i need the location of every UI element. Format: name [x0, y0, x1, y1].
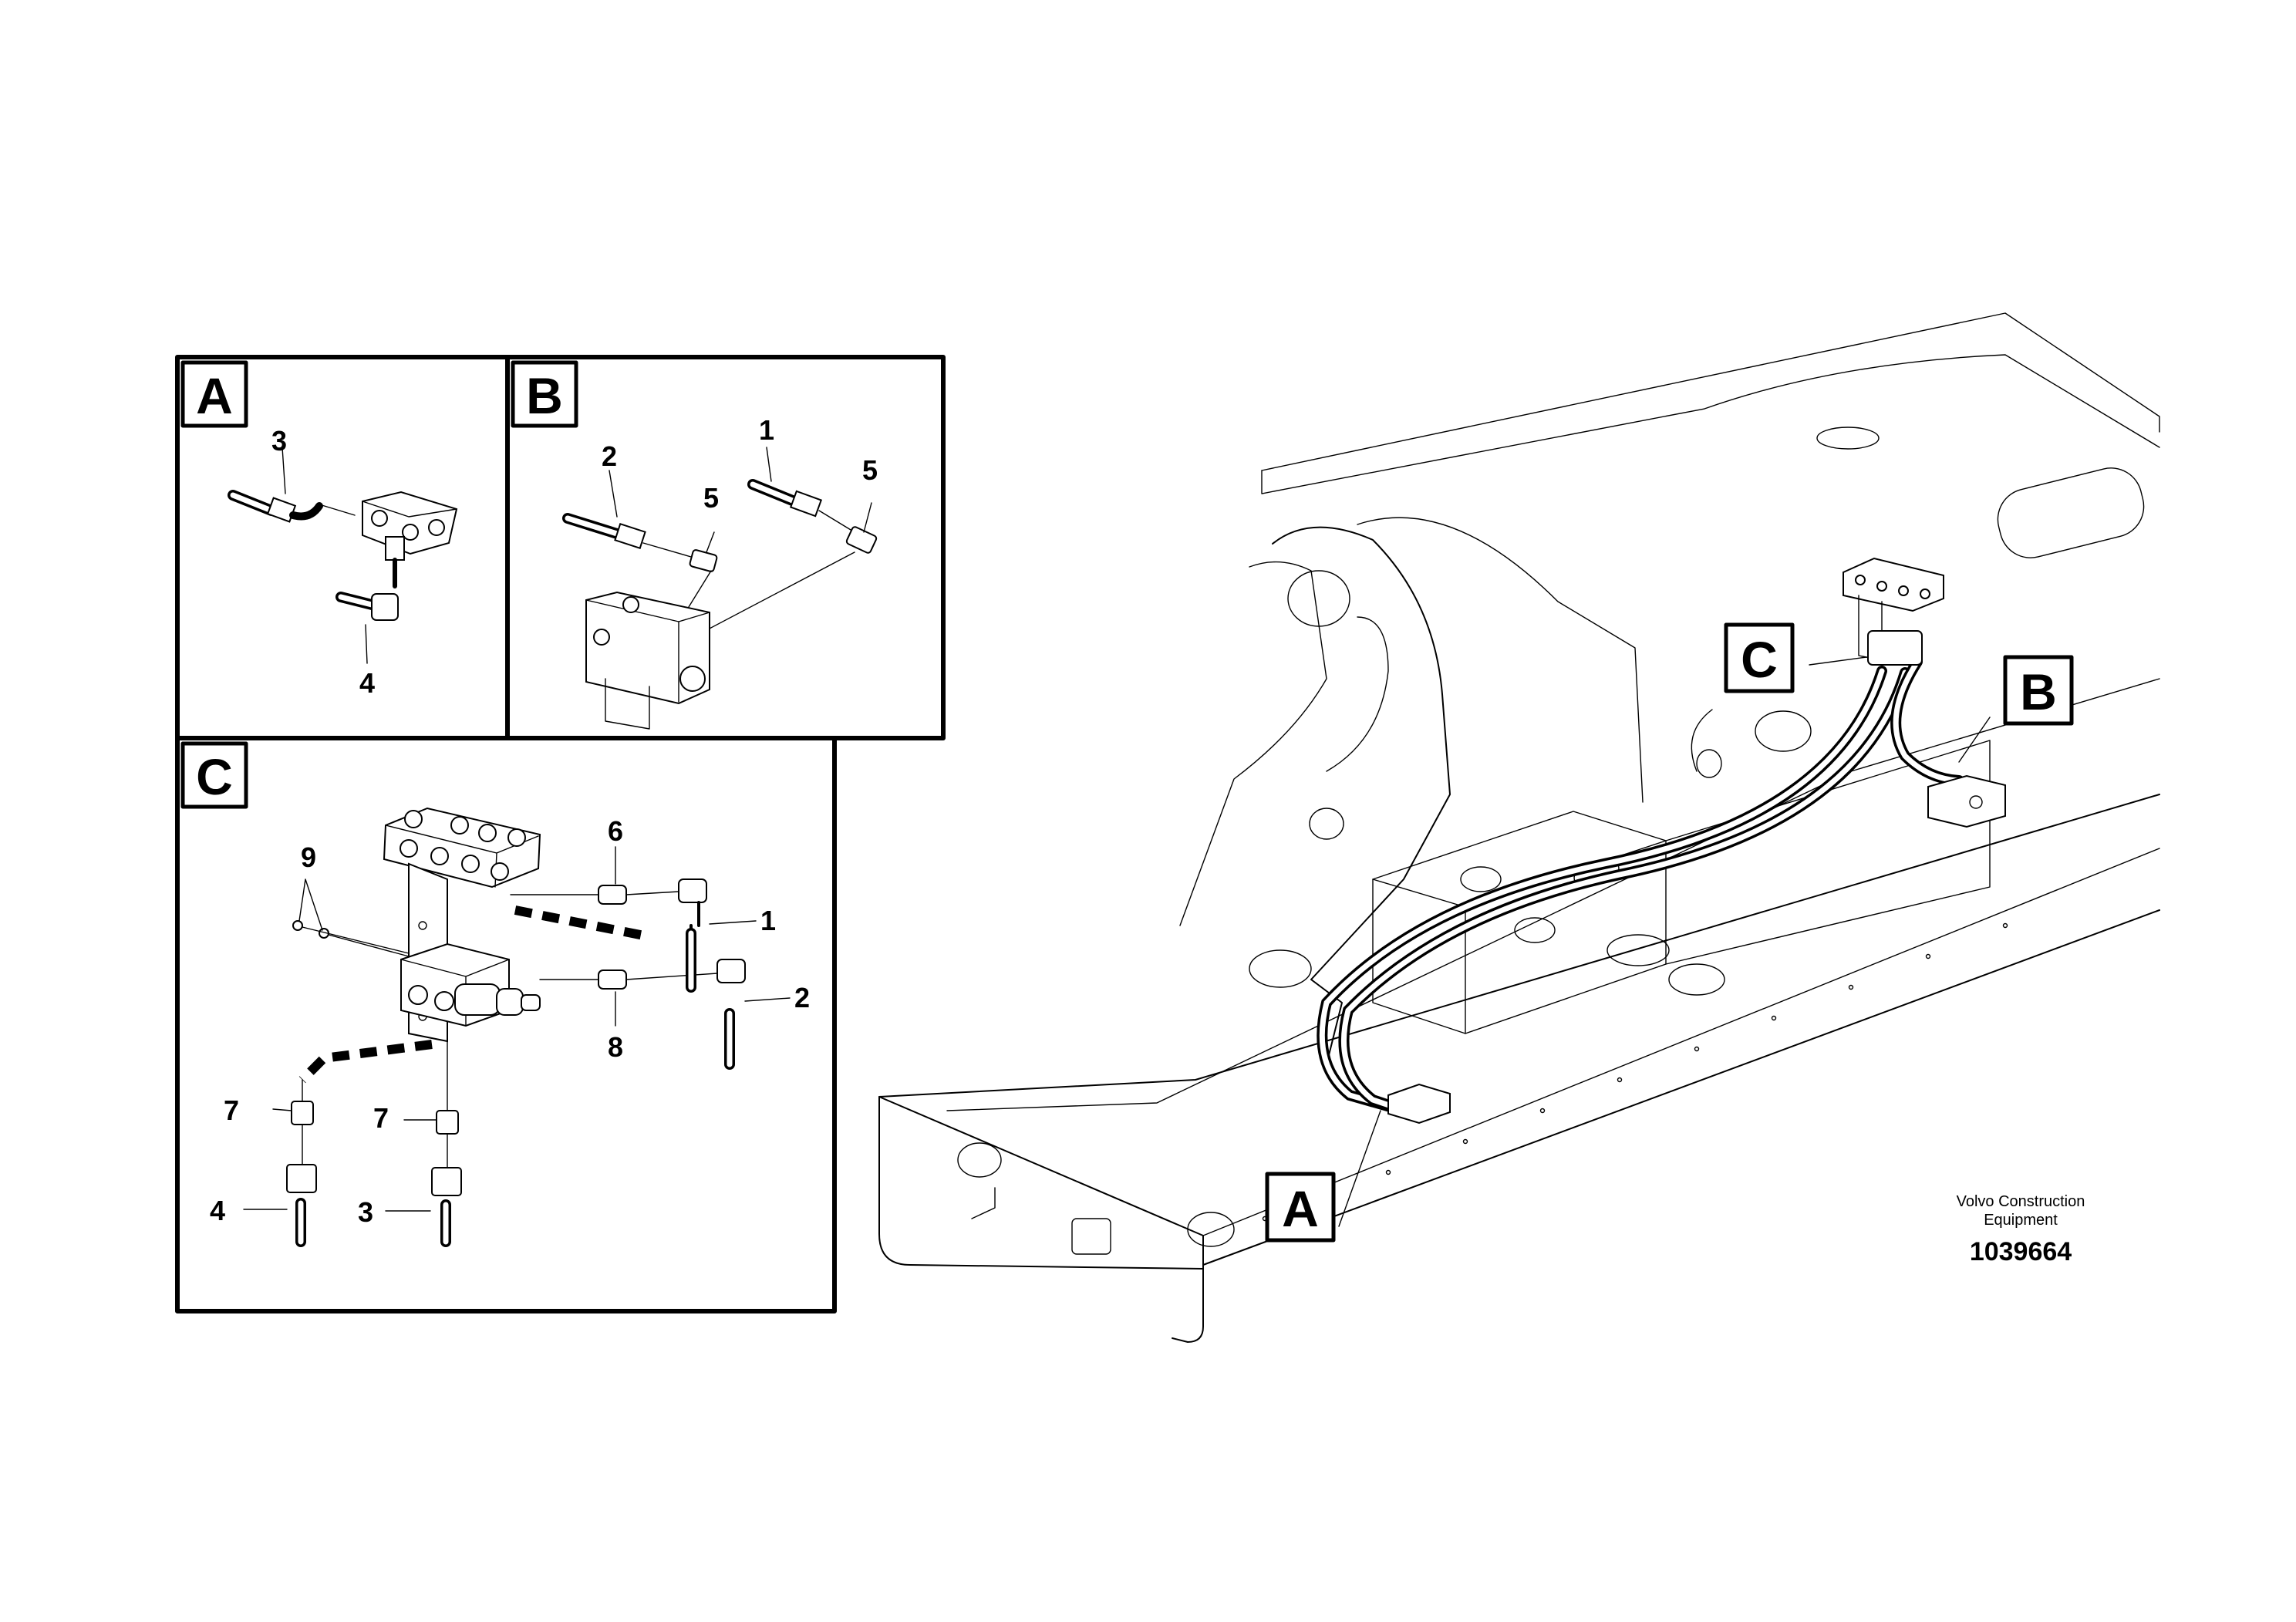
overview-block-b [1927, 774, 2006, 828]
machine-frame-overview [878, 312, 2160, 1343]
credit-line-1: Volvo Construction [1956, 1193, 2085, 1210]
valve-block-a [319, 491, 458, 561]
hose-3-fitting-7 [385, 1025, 462, 1247]
overview-callout-b: B [2003, 655, 2074, 726]
frame-bolts [1262, 922, 2008, 1222]
callout-9: 9 [301, 841, 316, 873]
callout-7-left: 7 [224, 1094, 239, 1126]
svg-text:B: B [2020, 663, 2057, 720]
credit-block: Volvo Construction Equipment 1039664 [1944, 1192, 2098, 1267]
callout-8: 8 [608, 1031, 623, 1063]
callout-5-left: 5 [703, 482, 719, 514]
detail-label-b: B [526, 367, 563, 424]
valve-block-b [585, 591, 710, 730]
callout-1-c: 1 [760, 905, 776, 936]
overview-callout-c: C [1724, 622, 1795, 693]
callout-3: 3 [271, 425, 287, 457]
lower-frame [878, 794, 2160, 1270]
callout-4-c: 4 [210, 1195, 225, 1226]
hose-3-elbow [228, 490, 323, 523]
boom-bracket [1272, 526, 1451, 1065]
callout-2-c: 2 [794, 982, 810, 1013]
callout-1: 1 [759, 414, 774, 446]
solenoid-valve [400, 943, 541, 1027]
overview-connector-a [1387, 1083, 1451, 1125]
svg-text:C: C [1741, 631, 1778, 688]
routing-dash-upper [514, 905, 649, 941]
hose-1 [747, 479, 855, 533]
routing-dash-lower [298, 1040, 433, 1084]
hose-4-fitting-7 [243, 1079, 317, 1247]
frame-hole [957, 1142, 1002, 1178]
frame-cover-plate [1071, 1218, 1111, 1255]
callout-4: 4 [359, 667, 375, 699]
detail-view-a: A 3 4 [175, 355, 510, 740]
callout-5-right: 5 [862, 454, 878, 486]
detail-label-box-c [180, 741, 248, 809]
callout-2: 2 [602, 440, 617, 472]
screws-9 [292, 878, 410, 957]
hose-2 [562, 513, 692, 558]
callout-3-c: 3 [358, 1196, 373, 1228]
hose-1-elbow [678, 878, 757, 993]
detail-label-box-a [180, 360, 248, 428]
credit-line-2: Equipment [1984, 1212, 2058, 1229]
hose-4-elbow [335, 558, 399, 621]
overview-hose-bundle [1317, 656, 1964, 1121]
slot [1816, 427, 1880, 450]
detail-label-a: A [196, 367, 233, 424]
callout-7-middle: 7 [373, 1102, 389, 1134]
detail-label-c: C [196, 748, 233, 805]
svg-text:A: A [1282, 1180, 1319, 1237]
detail-view-c: C 9 [175, 736, 837, 1313]
manifold-block [383, 807, 541, 889]
fitting-6 [510, 846, 679, 905]
detail-view-b: B 2 5 [505, 355, 946, 740]
callout-6: 6 [608, 815, 623, 847]
hose-2-elbow [716, 959, 791, 1070]
upper-frame-edge [1261, 312, 2160, 471]
overview-valve-c [1843, 557, 1944, 666]
overview-callout-a: A [1265, 1172, 1336, 1243]
detail-label-box-b [511, 360, 578, 428]
fitting-8 [539, 969, 718, 1027]
drawing-number: 1039664 [1969, 1237, 2072, 1266]
